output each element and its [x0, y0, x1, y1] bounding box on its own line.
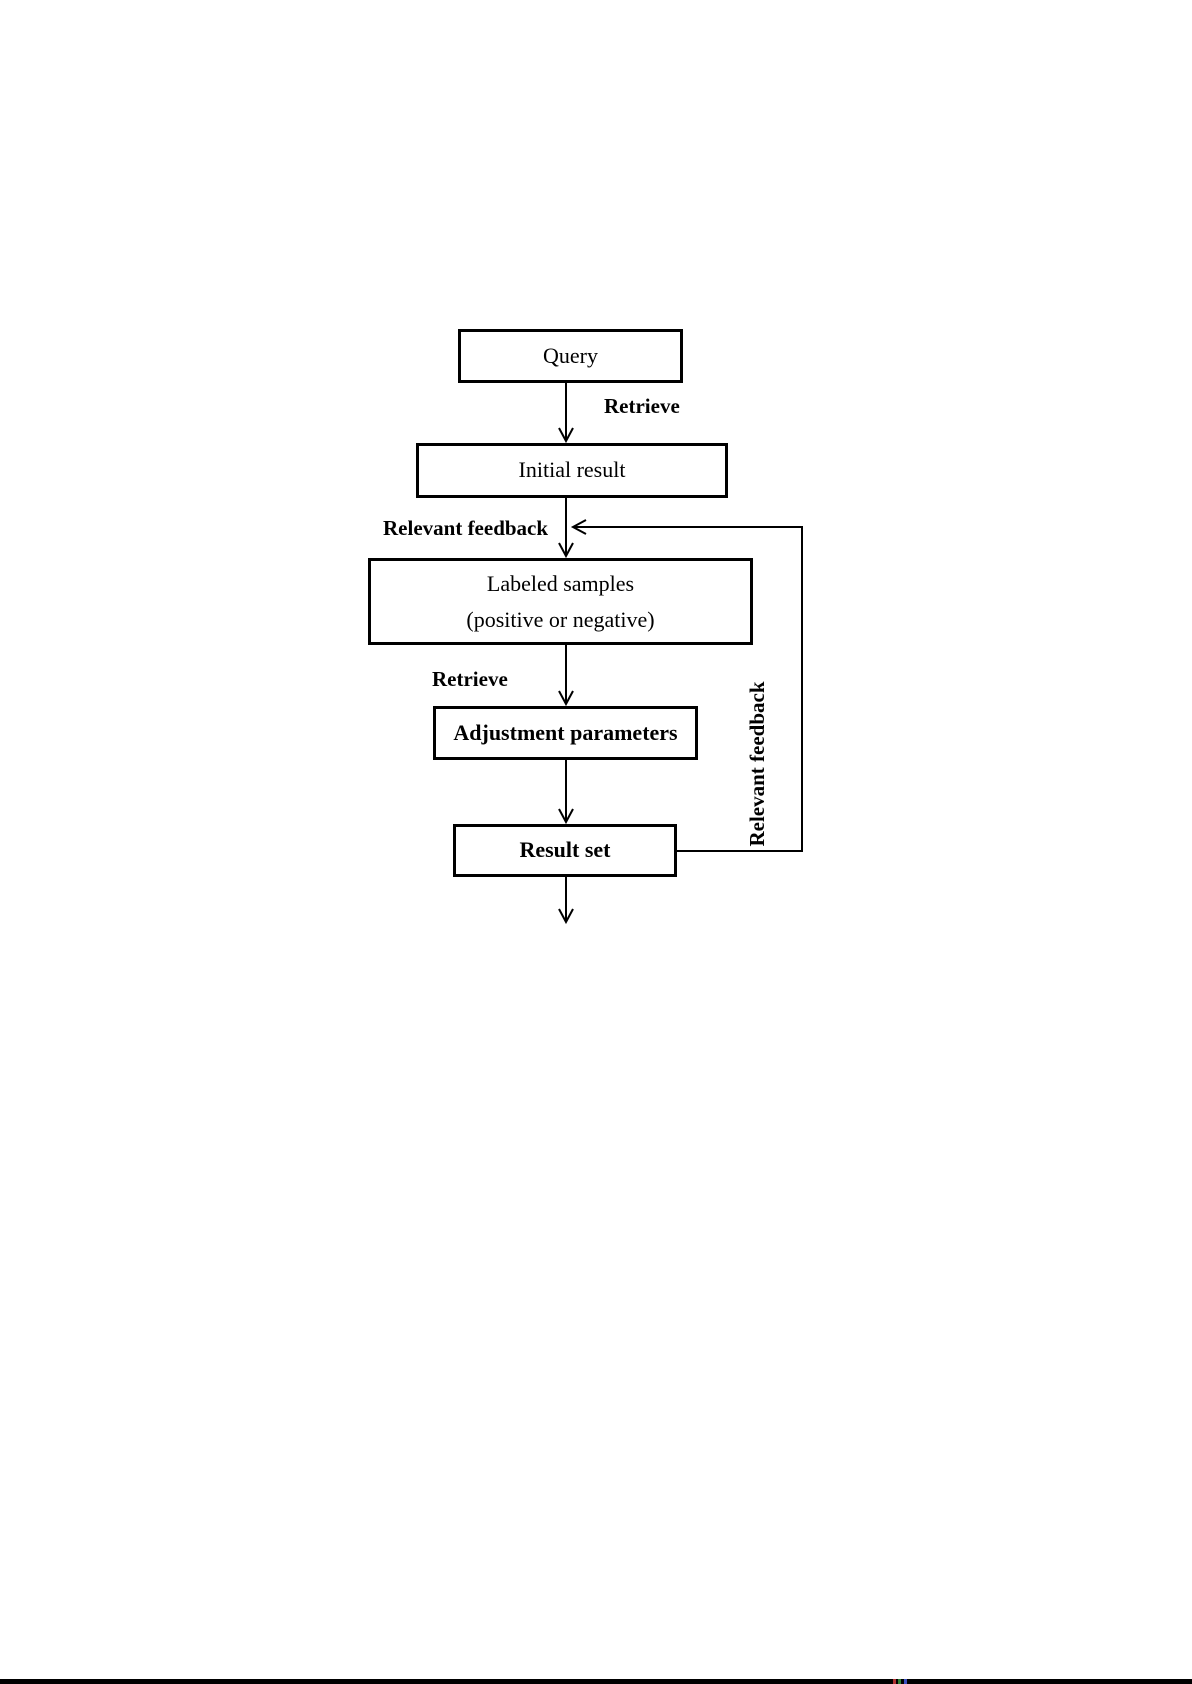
scan-artifact-dot [898, 1679, 901, 1684]
relevant-feedback-label-left: Relevant feedback [383, 516, 549, 540]
initial-result-node-label: Initial result [518, 457, 626, 483]
arrow-adjustment-parameters-to-result-set [558, 760, 574, 825]
labeled-samples-node: Labeled samples (positive or negative) [368, 558, 753, 645]
adjustment-parameters-node: Adjustment parameters [433, 706, 698, 760]
initial-result-node: Initial result [416, 443, 728, 498]
arrowhead-down-icon [558, 808, 574, 825]
retrieve-label-middle: Retrieve [432, 667, 508, 691]
relevant-feedback-label-vertical: Relevant feedback [745, 681, 769, 847]
adjustment-parameters-node-label: Adjustment parameters [453, 719, 678, 745]
result-set-node-label: Result set [519, 837, 611, 863]
arrow-initial-result-to-labeled-samples [558, 498, 574, 559]
scan-artifact-dot [904, 1679, 907, 1684]
feedback-loop-line [570, 519, 803, 852]
labeled-samples-node-label-line2: (positive or negative) [466, 606, 655, 632]
query-node: Query [458, 329, 683, 383]
scan-artifact-dot [893, 1679, 896, 1684]
arrowhead-down-icon [558, 542, 574, 559]
labeled-samples-node-label-line1: Labeled samples [486, 570, 635, 596]
arrow-result-set-exit [558, 877, 574, 925]
result-set-node: Result set [453, 824, 677, 877]
query-node-label: Query [543, 342, 598, 368]
arrowhead-left-icon [570, 519, 587, 535]
arrowhead-down-icon [558, 908, 574, 925]
arrowhead-down-icon [558, 690, 574, 707]
retrieve-label-top: Retrieve [604, 394, 680, 418]
arrow-labeled-samples-to-adjustment-parameters [558, 645, 574, 707]
arrow-query-to-initial-result [558, 383, 574, 444]
page-bottom-bar [0, 1679, 1192, 1684]
arrowhead-down-icon [558, 427, 574, 444]
